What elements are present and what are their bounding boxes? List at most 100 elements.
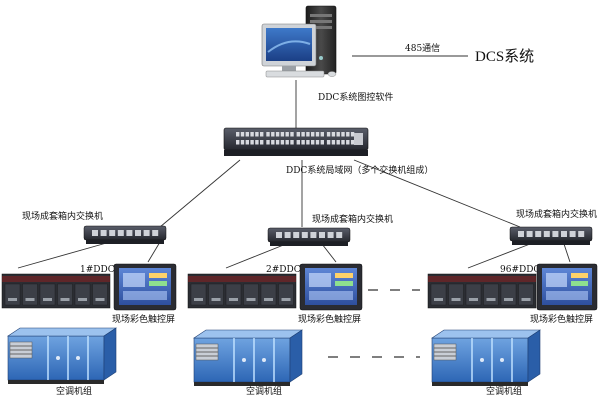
switch-port xyxy=(331,140,336,145)
ddc-label: 96#DDC xyxy=(500,265,540,275)
ddc-controller-rack xyxy=(187,273,297,309)
pc-keyboard xyxy=(265,70,325,78)
ddc-module-terminal xyxy=(60,298,70,301)
switch-port xyxy=(326,140,331,145)
ddc-module xyxy=(500,283,517,306)
switch-port xyxy=(275,132,280,137)
switch-port xyxy=(578,231,585,237)
touch-screen xyxy=(113,263,177,311)
touch-screen xyxy=(536,263,598,311)
switch-port xyxy=(100,230,107,236)
touch-screen xyxy=(299,263,363,311)
ddc-module xyxy=(208,283,224,306)
core-switch-ports xyxy=(236,132,363,145)
switch-port xyxy=(301,132,305,137)
ddc-module xyxy=(22,283,38,306)
ddc-module xyxy=(465,283,482,306)
station-switch-label: 现场成套箱内交换机 xyxy=(312,213,393,225)
switch-port xyxy=(255,140,259,145)
switch-port xyxy=(290,132,294,137)
switch-port xyxy=(275,140,280,145)
ddc-module xyxy=(518,283,534,306)
ddc-module xyxy=(92,283,108,306)
switch-port xyxy=(296,132,300,137)
switch-port xyxy=(336,140,340,145)
ddc-module-terminal xyxy=(504,298,513,301)
switch-port xyxy=(280,132,285,137)
core-switch xyxy=(223,127,369,156)
switch-port xyxy=(310,232,317,238)
ddc-module-terminal xyxy=(95,298,105,301)
switch-port xyxy=(255,132,259,137)
switch-port xyxy=(290,140,294,145)
ddc-module-terminal xyxy=(194,298,203,301)
switch-port xyxy=(301,232,308,238)
switch-port xyxy=(240,132,245,137)
touch-screen-label: 现场彩色触控屏 xyxy=(530,313,593,325)
switch-port xyxy=(315,140,320,145)
switch-port xyxy=(306,140,310,145)
switch-port xyxy=(92,230,98,236)
switch-port xyxy=(109,230,116,236)
station-switch-label: 现场成套箱内交换机 xyxy=(516,208,597,220)
switch-port xyxy=(350,140,355,145)
switch-port xyxy=(245,140,249,145)
link-switch3-touch3 xyxy=(563,243,571,263)
touch-screen-label: 现场彩色触控屏 xyxy=(298,313,361,325)
lan-label: DDC系统局域网（多个交换机组成） xyxy=(286,164,433,176)
switch-port xyxy=(260,140,264,145)
switch-port xyxy=(311,140,315,145)
ddc-module-terminal xyxy=(451,298,461,301)
ddc-module xyxy=(57,283,73,306)
ddc-module-terminal xyxy=(521,298,531,301)
ddc-module xyxy=(260,283,277,306)
ddc-controller-rack xyxy=(1,273,111,309)
ellipsis-dashes xyxy=(328,289,420,358)
station-2: 现场成套箱内交换机 2#DDC 现场彩色触控屏 xyxy=(187,213,393,397)
link-switch2-touch2 xyxy=(321,243,337,263)
switch-port xyxy=(336,232,343,238)
switch-port xyxy=(143,230,150,236)
ahu-unit xyxy=(193,329,303,386)
switch-port xyxy=(236,132,240,137)
switch-port xyxy=(526,231,533,237)
ddc-label: 2#DDC xyxy=(266,265,301,275)
ddc-module-terminal xyxy=(8,298,17,301)
ahu-unit xyxy=(431,329,541,386)
ddc-module-terminal xyxy=(469,298,478,301)
switch-port xyxy=(152,230,159,236)
switch-port xyxy=(341,140,345,145)
field-switch xyxy=(509,226,593,245)
switch-port xyxy=(535,231,542,237)
pc-screen xyxy=(266,28,312,61)
ddc-module xyxy=(448,283,464,306)
ddc-module-terminal xyxy=(264,298,273,301)
switch-port xyxy=(117,230,124,236)
ddc-module xyxy=(243,283,259,306)
ddc-module xyxy=(430,283,447,306)
switch-port xyxy=(250,132,254,137)
connection-lines xyxy=(17,55,571,269)
ddc-module-terminal xyxy=(25,298,35,301)
station-3: 现场成套箱内交换机 96#DDC 现场彩色触控屏 xyxy=(427,208,598,397)
switch-port xyxy=(240,140,245,145)
switch-port xyxy=(327,232,334,238)
link-core-to-station1 xyxy=(159,159,241,228)
ddc-module xyxy=(39,283,56,306)
switch-port xyxy=(320,140,324,145)
switch-port xyxy=(331,132,336,137)
switch-port xyxy=(552,231,559,237)
link-switch1-ddc1 xyxy=(17,241,111,269)
ahu-label: 空调机组 xyxy=(56,385,92,397)
switch-port xyxy=(266,132,270,137)
ddc-module xyxy=(190,283,207,306)
ddc-module xyxy=(4,283,21,306)
uplink-port xyxy=(354,133,363,145)
ddc-module xyxy=(74,283,91,306)
ddc-module-terminal xyxy=(43,298,52,301)
link-switch2-ddc2 xyxy=(225,243,287,269)
switch-port xyxy=(280,140,285,145)
switch-port xyxy=(301,140,305,145)
ddc-controller-rack xyxy=(427,273,537,309)
ddc-module-terminal xyxy=(229,298,238,301)
